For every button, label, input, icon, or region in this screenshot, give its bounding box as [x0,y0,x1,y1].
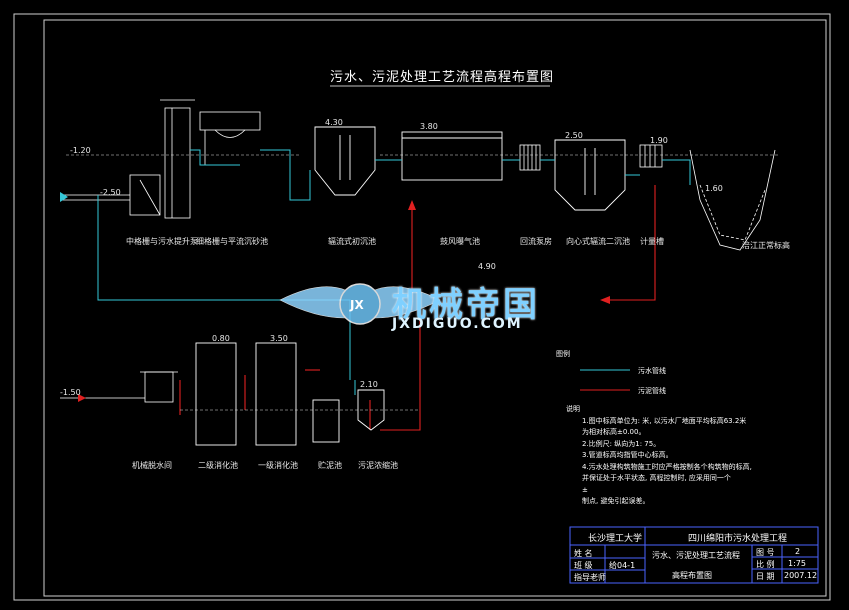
grille-pump-structure [129,99,195,219]
outer-frame [13,13,831,601]
project-name: 四川绵阳市污水处理工程 [688,534,788,544]
secondary-digester [195,342,237,446]
elevation-mark: 4.90 [478,262,496,271]
label-pump: 回流泵房 [520,237,552,246]
elevation-mark: 2.10 [360,380,378,389]
notes-line: 制点, 避免引起误差。 [582,497,650,505]
notes-line: 2.比例尺: 纵向为1: 75。 [582,439,661,448]
legend-sewage-label: 污水管线 [638,367,666,375]
aeration-tank [401,131,503,181]
drawing-name-2: 高程布置图 [672,571,712,580]
elevation-mark: 2.50 [565,131,583,140]
notes-heading: 说明 [566,405,580,413]
label-storage: 贮泥池 [318,461,342,470]
row-label-name: 姓 名 [574,549,593,558]
field-value-scale: 1:75 [788,559,806,568]
notes-line: 为相对标高±0.00。 [582,428,646,436]
label-grille: 中格栅与污水提升泵 [126,237,198,246]
elevation-mark: -1.50 [60,388,81,397]
primary-digester [255,342,297,446]
class-value: 给04-1 [609,561,636,570]
secondary-clarifier [554,139,626,211]
primary-clarifier [314,126,376,196]
drawing-title: 污水、污泥处理工艺流程高程布置图 [330,70,555,85]
watermark-logo-icon [279,283,441,325]
notes-line: 并保证处于水平状态, 高程控制时, 应采用同一个 [582,474,731,482]
notes-line: 3.管道标高均指管中心标高。 [582,451,673,459]
row-label-advisor: 指导老师 [574,573,606,582]
label-thicken: 污泥浓缩池 [358,461,398,470]
meter-trough [639,144,663,168]
label-digest1: 一级消化池 [258,461,298,470]
label-primary: 辐流式初沉池 [328,237,376,246]
fine-screen-grit [199,111,261,165]
title-block [569,526,819,584]
field-label-no: 图 号 [756,548,775,557]
inner-frame [43,19,827,597]
watermark-badge: JX [350,298,364,312]
label-secondary: 向心式辐流二沉池 [566,237,630,246]
dewatering-house [60,371,178,403]
notes-block: 说明 1.图中标高单位为: 米, 以污水厂地面平均标高63.2米 为相对标高±0… [566,404,812,508]
field-value-date: 2007.12 [784,571,818,580]
river-bank [689,149,776,251]
elevation-mark: 1.60 [705,184,723,193]
field-value-no: 2 [795,547,801,556]
watermark-url: JXDIGUO.COM [392,316,523,332]
elevation-mark: 3.50 [270,334,288,343]
sludge-thickener [357,389,385,431]
elevation-mark: 3.80 [420,122,438,131]
elevation-mark: 0.80 [212,334,230,343]
label-aeration: 鼓风曝气池 [440,237,480,246]
school-name: 长沙理工大学 [588,534,643,544]
notes-line: ± [582,485,588,494]
elevation-mark: 4.30 [325,118,343,127]
label-dewater: 机械脱水间 [132,461,172,470]
return-pump [519,144,541,171]
notes-line: 1.图中标高单位为: 米, 以污水厂地面平均标高63.2米 [582,416,747,425]
legend-title: 图例 [556,350,570,358]
row-label-class: 班 级 [574,561,593,570]
elevation-mark: 1.90 [650,136,668,145]
field-label-date: 日 期 [756,572,775,581]
drawing-name-1: 污水、污泥处理工艺流程 [652,551,740,560]
field-label-scale: 比 例 [756,560,775,569]
notes-line: 4.污水处理构筑物施工时应严格按制各个构筑物的标高, [582,462,752,471]
elevation-mark: -1.20 [70,146,91,155]
label-meter: 计量槽 [640,237,664,246]
elevation-mark: -2.50 [100,188,121,197]
sludge-storage [312,399,340,443]
label-river: 涪江正常标高 [742,241,790,250]
watermark-text: 机械帝国 [392,285,540,325]
legend-sludge-label: 污泥管线 [638,387,666,395]
label-digest2: 二级消化池 [198,461,238,470]
sewage-line [97,149,691,395]
label-fine: 细格栅与平流沉砂池 [196,237,268,246]
